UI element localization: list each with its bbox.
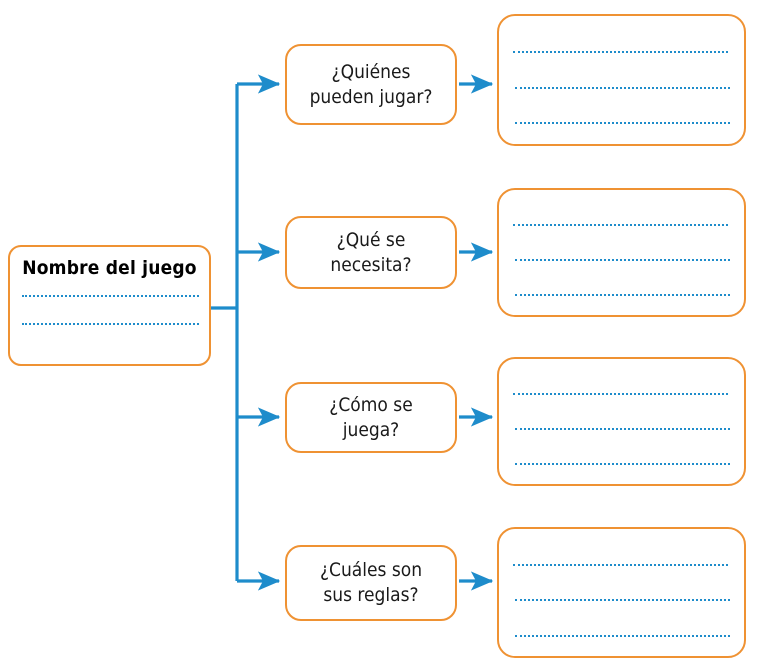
question-box-como-se-juega[interactable]: ¿Cómo se juega?	[285, 382, 457, 453]
writing-line[interactable]	[22, 295, 199, 297]
writing-line[interactable]	[515, 634, 730, 637]
writing-line[interactable]	[515, 428, 730, 431]
writing-line[interactable]	[513, 564, 728, 567]
answer-writing-lines[interactable]	[499, 360, 744, 484]
game-name-box[interactable]: Nombre del juego	[8, 245, 211, 366]
answer-box-que-se-necesita[interactable]	[497, 188, 746, 317]
question-line-1: ¿Quiénes	[331, 60, 411, 83]
writing-line[interactable]	[515, 599, 730, 602]
game-name-label: Nombre del juego	[22, 257, 197, 279]
question-label: ¿Cuáles son sus reglas?	[314, 558, 428, 608]
question-box-cuales-son-sus-reglas[interactable]: ¿Cuáles son sus reglas?	[285, 545, 457, 621]
question-line-2: necesita?	[330, 253, 412, 276]
answer-writing-lines[interactable]	[499, 17, 744, 144]
question-line-1: ¿Qué se	[336, 228, 406, 251]
writing-line[interactable]	[515, 86, 730, 89]
writing-line[interactable]	[515, 462, 730, 465]
question-line-2: sus reglas?	[323, 584, 419, 606]
question-line-1: ¿Cómo se	[329, 393, 413, 416]
game-name-writing-lines[interactable]	[22, 295, 199, 325]
answer-writing-lines[interactable]	[499, 191, 744, 315]
answer-writing-lines[interactable]	[499, 530, 744, 656]
writing-line[interactable]	[513, 224, 728, 227]
question-line-2: juega?	[342, 418, 400, 441]
question-box-quienes-pueden-jugar[interactable]: ¿Quiénes pueden jugar?	[285, 44, 457, 125]
question-line-2: pueden jugar?	[309, 85, 433, 108]
answer-box-quienes-pueden-jugar[interactable]	[497, 14, 746, 146]
writing-line[interactable]	[515, 293, 730, 296]
writing-line[interactable]	[515, 122, 730, 125]
writing-line[interactable]	[513, 393, 728, 396]
question-label: ¿Quiénes pueden jugar?	[304, 60, 439, 110]
answer-box-cuales-son-sus-reglas[interactable]	[497, 527, 746, 658]
answer-box-como-se-juega[interactable]	[497, 357, 746, 486]
question-label: ¿Cómo se juega?	[323, 393, 418, 443]
writing-line[interactable]	[22, 323, 199, 325]
question-label: ¿Qué se necesita?	[324, 228, 417, 278]
question-box-que-se-necesita[interactable]: ¿Qué se necesita?	[285, 216, 457, 289]
writing-line[interactable]	[513, 51, 728, 54]
writing-line[interactable]	[515, 259, 730, 262]
question-line-1: ¿Cuáles son	[319, 559, 423, 581]
